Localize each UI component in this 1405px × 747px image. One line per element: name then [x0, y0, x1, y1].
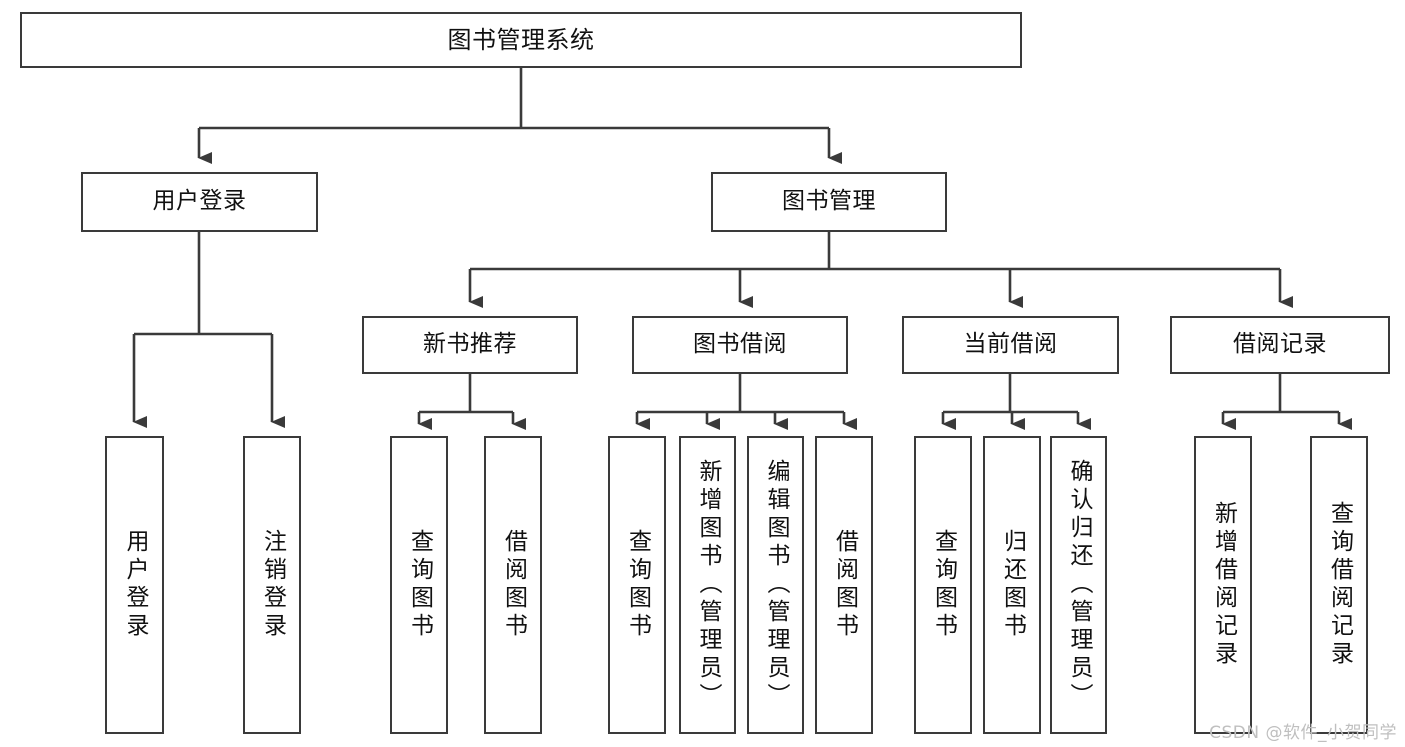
node-leaf-borrow-query-book[interactable]: 查询图书 — [608, 436, 666, 734]
node-label: 新增借阅记录 — [1210, 501, 1237, 669]
node-leaf-record-search[interactable]: 查询借阅记录 — [1310, 436, 1368, 734]
node-label: 图书管理系统 — [447, 25, 595, 54]
watermark-text: CSDN @软件_小贺同学 — [1209, 723, 1397, 743]
node-root-system[interactable]: 图书管理系统 — [20, 12, 1022, 68]
node-label: 图书管理 — [782, 188, 876, 215]
node-book-borrow[interactable]: 图书借阅 — [632, 316, 848, 374]
node-leaf-borrow-add-book[interactable]: 新增图书（管理员） — [679, 436, 736, 734]
node-label: 图书借阅 — [693, 331, 787, 358]
node-user-login[interactable]: 用户登录 — [81, 172, 318, 232]
node-leaf-borrow-lend-book[interactable]: 借阅图书 — [815, 436, 873, 734]
node-current-borrow[interactable]: 当前借阅 — [902, 316, 1119, 374]
node-book-manage[interactable]: 图书管理 — [711, 172, 947, 232]
node-label: 借阅图书 — [500, 529, 527, 641]
node-label: 新书推荐 — [423, 331, 517, 358]
node-label: 新增图书（管理员） — [695, 459, 721, 711]
node-label: 查询图书 — [624, 529, 651, 641]
node-leaf-rec-borrow-book[interactable]: 借阅图书 — [484, 436, 542, 734]
node-leaf-current-confirm-return[interactable]: 确认归还（管理员） — [1050, 436, 1107, 734]
node-leaf-current-query-book[interactable]: 查询图书 — [914, 436, 972, 734]
node-label: 查询借阅记录 — [1326, 501, 1353, 669]
node-label: 确认归还（管理员） — [1066, 459, 1092, 711]
node-leaf-borrow-edit-book[interactable]: 编辑图书（管理员） — [747, 436, 804, 734]
node-label: 查询图书 — [406, 529, 433, 641]
node-leaf-user-logout[interactable]: 注销登录 — [243, 436, 301, 734]
node-label: 编辑图书（管理员） — [763, 459, 789, 711]
node-leaf-rec-query-book[interactable]: 查询图书 — [390, 436, 448, 734]
node-label: 借阅图书 — [831, 529, 858, 641]
node-new-book-recommend[interactable]: 新书推荐 — [362, 316, 578, 374]
node-label: 归还图书 — [999, 529, 1026, 641]
node-leaf-current-return-book[interactable]: 归还图书 — [983, 436, 1041, 734]
node-label: 借阅记录 — [1233, 331, 1327, 358]
node-leaf-user-login[interactable]: 用户登录 — [105, 436, 164, 734]
node-label: 查询图书 — [930, 529, 957, 641]
node-borrow-record[interactable]: 借阅记录 — [1170, 316, 1390, 374]
node-label: 注销登录 — [259, 529, 286, 641]
node-leaf-record-add[interactable]: 新增借阅记录 — [1194, 436, 1252, 734]
node-label: 用户登录 — [152, 188, 247, 215]
node-label: 用户登录 — [122, 529, 148, 641]
node-label: 当前借阅 — [963, 331, 1058, 358]
